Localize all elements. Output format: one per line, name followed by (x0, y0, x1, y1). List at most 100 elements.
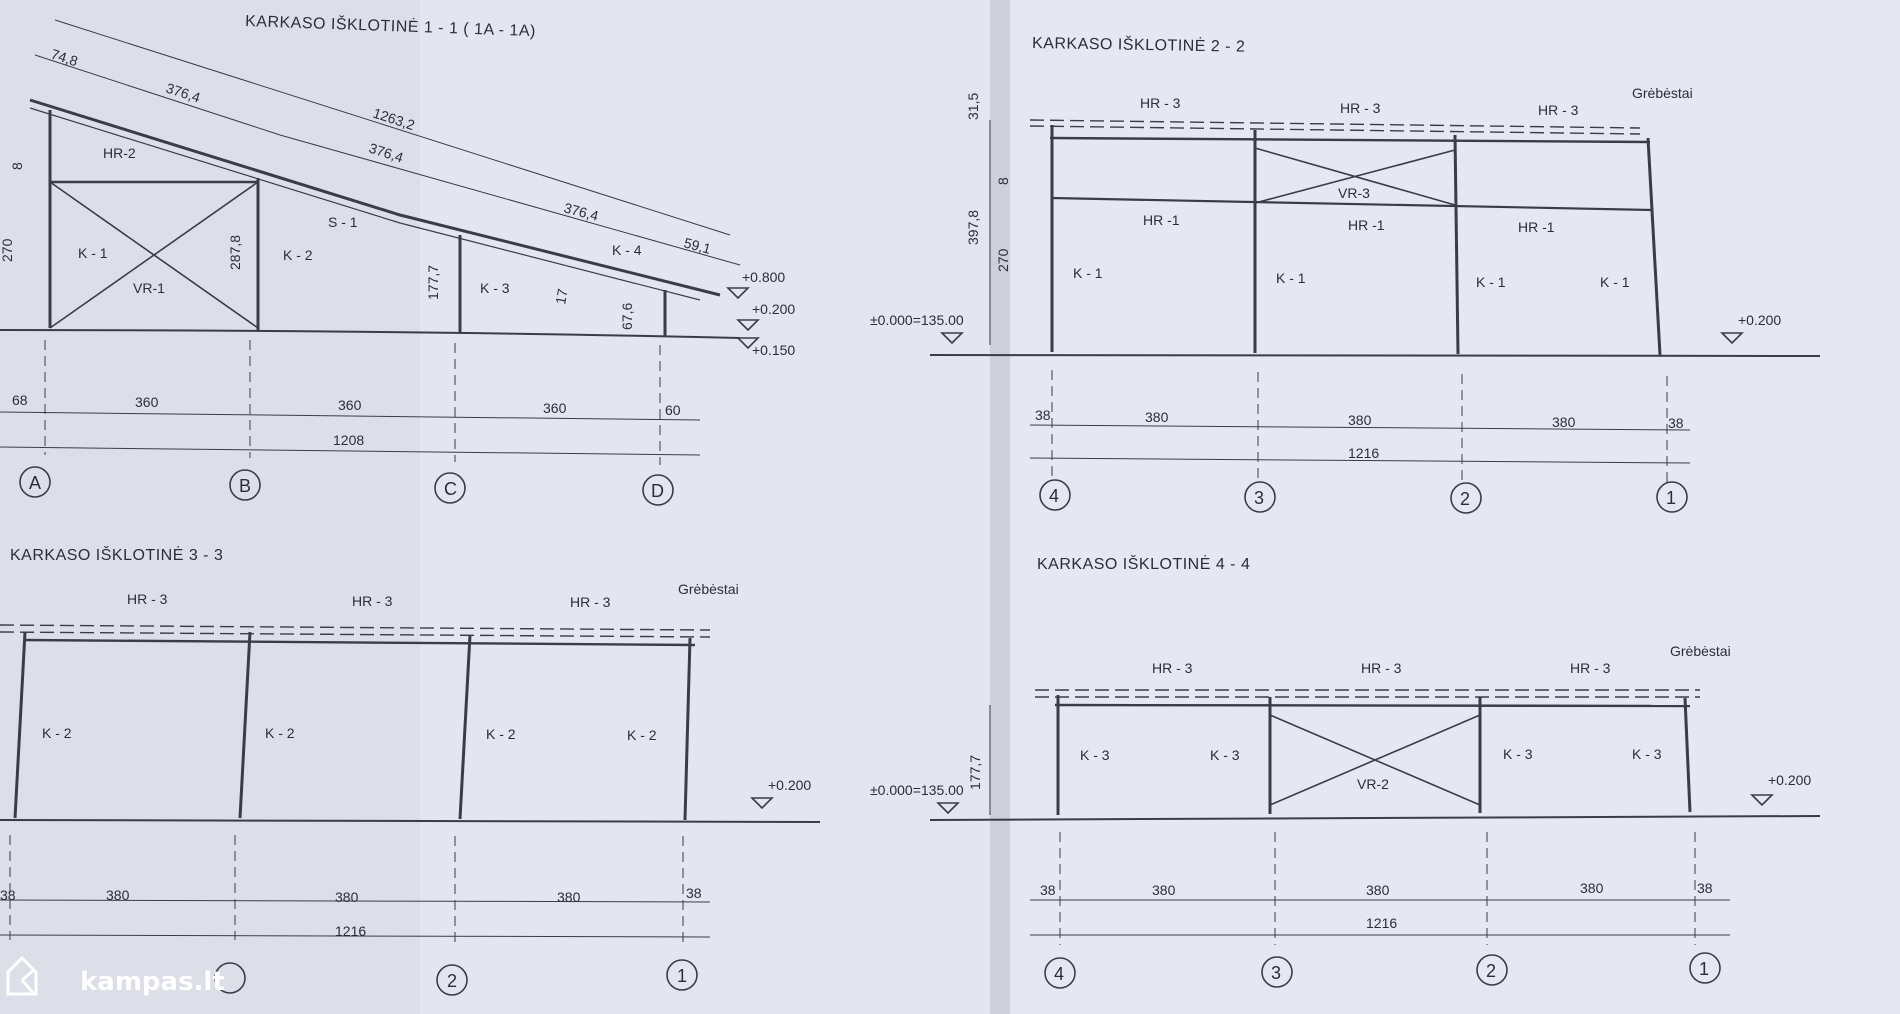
label4-hr3-a: HR - 3 (1152, 660, 1193, 676)
label4-k3-c: K - 3 (1503, 746, 1533, 762)
label-k1-d: K - 1 (1600, 274, 1630, 290)
dim-b-360b: 360 (338, 397, 362, 413)
label-k2: K - 2 (283, 247, 313, 263)
axis-b: B (239, 476, 251, 496)
level-0800: +0.800 (742, 269, 785, 285)
label-k1-a: K - 1 (1073, 265, 1103, 281)
dim-angle: 17 (552, 287, 570, 305)
axis4-3: 3 (1271, 963, 1281, 983)
label-hr1-b: HR -1 (1348, 217, 1385, 233)
panel-4-text: KARKASO IŠKLOTINĖ 4 - 4 HR - 3 HR - 3 HR… (870, 554, 1811, 984)
dim-v-67: 67,6 (619, 303, 635, 330)
axis2-2: 2 (1460, 489, 1470, 509)
axis3-1: 1 (677, 966, 687, 986)
dim3-b-38b: 38 (686, 885, 702, 901)
label3-k2-b: K - 2 (265, 725, 295, 741)
panel-2-text: KARKASO IŠKLOTINĖ 2 - 2 HR - 3 HR - 3 HR… (870, 33, 1781, 509)
watermark: kampas.lt (6, 955, 225, 997)
dim3-total: 1216 (335, 923, 366, 939)
dim2-b-380a: 380 (1145, 409, 1169, 425)
fold-line (990, 0, 1010, 1014)
level-0150: +0.150 (752, 342, 795, 358)
label-grebestai-2: Grėbėstai (1632, 85, 1693, 101)
panel-section-2-2 (929, 119, 1821, 514)
label-vr1: VR-1 (133, 280, 165, 296)
label3-k2-d: K - 2 (627, 727, 657, 743)
dim-top-6: 59,1 (682, 234, 713, 257)
level4-left: ±0.000=135.00 (870, 782, 964, 798)
label4-hr3-c: HR - 3 (1570, 660, 1611, 676)
label4-k3-d: K - 3 (1632, 746, 1662, 762)
label-hr3-a: HR - 3 (1140, 95, 1181, 111)
label-k3: K - 3 (480, 280, 510, 296)
dim2-b-380b: 380 (1348, 412, 1372, 428)
label3-hr3-c: HR - 3 (570, 594, 611, 610)
dim3-b-380a: 380 (106, 887, 130, 903)
dim4-b-380c: 380 (1580, 880, 1604, 896)
level4-right: +0.200 (1768, 772, 1811, 788)
dim4-b-38a: 38 (1040, 882, 1056, 898)
dim-v-8-2: 8 (995, 177, 1011, 185)
axis2-3: 3 (1254, 488, 1264, 508)
dim-v-287: 287,8 (227, 235, 243, 270)
panel-2-title: KARKASO IŠKLOTINĖ 2 - 2 (1032, 33, 1246, 56)
level3-right: +0.200 (768, 777, 811, 793)
panel-3-title: KARKASO IŠKLOTINĖ 3 - 3 (10, 545, 223, 564)
panel-section-3-3 (0, 624, 821, 996)
dim4-b-380b: 380 (1366, 882, 1390, 898)
watermark-text: kampas.lt (80, 967, 225, 997)
axis2-1: 1 (1666, 488, 1676, 508)
dim4-total: 1216 (1366, 915, 1397, 931)
label-hr3-b: HR - 3 (1340, 100, 1381, 116)
label-hr1-a: HR -1 (1143, 212, 1180, 228)
level-left-2: ±0.000=135.00 (870, 312, 964, 328)
axis-c: C (444, 479, 457, 499)
dim4-b-38b: 38 (1697, 880, 1713, 896)
dim-v-315: 31,5 (965, 93, 981, 120)
dim3-b-38a: 38 (0, 887, 16, 903)
label-hr1-c: HR -1 (1518, 219, 1555, 235)
dim-b-68: 68 (12, 392, 28, 408)
label3-hr3-a: HR - 3 (127, 591, 168, 607)
dim-v-270-2: 270 (995, 248, 1011, 272)
label3-k2-a: K - 2 (42, 725, 72, 741)
dim-total: 1208 (333, 432, 364, 448)
axis4-2: 2 (1486, 961, 1496, 981)
dim4-b-380a: 380 (1152, 882, 1176, 898)
dim-v-397: 397,8 (965, 210, 981, 245)
axis3-2: 2 (447, 971, 457, 991)
label3-hr3-b: HR - 3 (352, 593, 393, 609)
label3-k2-c: K - 2 (486, 726, 516, 742)
panel-section-4-4 (929, 689, 1821, 989)
dim2-total: 1216 (1348, 445, 1379, 461)
dim-b-360c: 360 (543, 400, 567, 416)
dim-v-8: 8 (9, 162, 25, 170)
dim2-b-38b: 38 (1668, 415, 1684, 431)
level-right-2: +0.200 (1738, 312, 1781, 328)
dim-v-177: 177,7 (425, 265, 441, 300)
right-sheet (1000, 0, 1900, 1014)
dim2-b-380c: 380 (1552, 414, 1576, 430)
dim-b-360a: 360 (135, 394, 159, 410)
dim3-b-380b: 380 (335, 889, 359, 905)
label3-grebestai: Grėbėstai (678, 581, 739, 597)
label-k1-b: K - 1 (1276, 270, 1306, 286)
label-k4: K - 4 (612, 242, 642, 258)
dim-b-60: 60 (665, 402, 681, 418)
panel-3-text: KARKASO IŠKLOTINĖ 3 - 3 HR - 3 HR - 3 HR… (0, 545, 811, 991)
axis-d: D (651, 481, 664, 501)
label-vr3: VR-3 (1338, 185, 1370, 201)
axis2-4: 4 (1049, 486, 1059, 506)
axis4-4: 4 (1054, 964, 1064, 984)
dim3-b-380c: 380 (557, 889, 581, 905)
axis4-1: 1 (1699, 959, 1709, 979)
label-k1-c: K - 1 (1476, 274, 1506, 290)
label4-vr2: VR-2 (1357, 776, 1389, 792)
label-hr3-c: HR - 3 (1538, 102, 1579, 118)
label4-grebestai: Grėbėstai (1670, 643, 1731, 659)
level-0200: +0.200 (752, 301, 795, 317)
dim2-b-38a: 38 (1035, 407, 1051, 423)
axis-a: A (29, 473, 41, 493)
